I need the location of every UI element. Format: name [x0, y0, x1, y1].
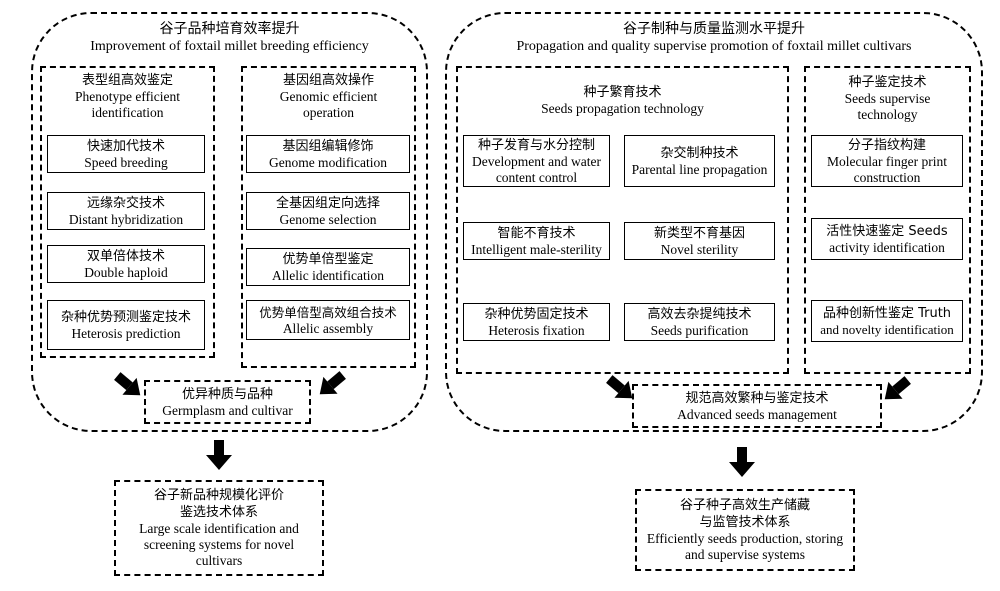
phenotype-group-title: 表型组高效鉴定 Phenotype efficient identificati… — [40, 72, 215, 121]
propagation-title-zh: 种子繁育技术 — [583, 85, 662, 100]
final-left-zh1: 谷子新品种规模化评价 — [153, 488, 284, 503]
novel-sterility-box: 新类型不育基因 Novel sterility — [624, 222, 775, 260]
novelty-identification-line1: 品种创新性鉴定 Truth — [822, 305, 952, 321]
supervise-title-zh: 种子鉴定技术 — [848, 75, 927, 90]
male-sterility-zh: 智能不育技术 — [497, 225, 576, 241]
right-module-title-zh: 谷子制种与质量监测水平提升 — [623, 21, 805, 37]
distant-hybridization-en: Distant hybridization — [68, 211, 184, 227]
final-left-zh2: 鉴选技术体系 — [179, 505, 258, 520]
development-water-zh: 种子发育与水分控制 — [477, 137, 595, 153]
genome-modification-zh: 基因组编辑修饰 — [282, 138, 374, 154]
genome-modification-en: Genome modification — [268, 154, 388, 170]
novel-sterility-en: Novel sterility — [660, 241, 739, 257]
final-left-box: 谷子新品种规模化评价 鉴选技术体系 Large scale identifica… — [114, 480, 324, 576]
speed-breeding-box: 快速加代技术 Speed breeding — [47, 135, 205, 173]
distant-hybridization-zh: 远缘杂交技术 — [86, 195, 165, 211]
final-left-en2: screening systems for novel — [143, 537, 295, 552]
activity-identification-box: 活性快速鉴定 Seeds activity identification — [811, 218, 963, 260]
left-module-title-en: Improvement of foxtail millet breeding e… — [90, 39, 369, 54]
molecular-fingerprint-zh: 分子指纹构建 — [847, 137, 926, 153]
parental-line-en: Parental line propagation — [631, 161, 768, 177]
molecular-fingerprint-en2: construction — [853, 169, 921, 185]
germplasm-cultivar-box: 优异种质与品种 Germplasm and cultivar — [144, 380, 311, 424]
development-water-box: 种子发育与水分控制 Development and water content … — [463, 135, 610, 187]
arrow-down-left — [206, 440, 232, 470]
genomic-title-en2: operation — [303, 105, 354, 120]
final-right-zh1: 谷子种子高效生产储藏 — [679, 498, 810, 513]
seeds-purification-en: Seeds purification — [650, 322, 749, 338]
allelic-identification-en: Allelic identification — [271, 267, 385, 283]
genomic-title-en1: Genomic efficient — [279, 89, 378, 104]
supervise-title-en1: Seeds supervise — [844, 91, 931, 106]
double-haploid-en: Double haploid — [84, 264, 168, 280]
novel-sterility-zh: 新类型不育基因 — [653, 225, 745, 241]
supervise-group — [804, 66, 971, 374]
genomic-title-zh: 基因组高效操作 — [282, 73, 374, 88]
right-module-title: 谷子制种与质量监测水平提升 Propagation and quality su… — [445, 20, 983, 55]
final-right-en2: and supervise systems — [685, 547, 805, 562]
activity-identification-line1: 活性快速鉴定 Seeds — [826, 223, 948, 239]
propagation-group-title: 种子繁育技术 Seeds propagation technology — [456, 84, 789, 117]
arrow-down-right — [729, 447, 755, 477]
seeds-management-en: Advanced seeds management — [677, 406, 837, 422]
supervise-title-en2: technology — [857, 107, 918, 122]
novelty-identification-box: 品种创新性鉴定 Truth and novelty identification — [811, 300, 963, 342]
parental-line-zh: 杂交制种技术 — [660, 145, 739, 161]
molecular-fingerprint-box: 分子指纹构建 Molecular finger print constructi… — [811, 135, 963, 187]
distant-hybridization-box: 远缘杂交技术 Distant hybridization — [47, 192, 205, 230]
genome-selection-box: 全基因组定向选择 Genome selection — [246, 192, 410, 230]
left-module-title: 谷子品种培育效率提升 Improvement of foxtail millet… — [31, 20, 428, 55]
heterosis-fixation-en: Heterosis fixation — [488, 322, 585, 338]
phenotype-group — [40, 66, 215, 358]
development-water-en1: Development and water — [472, 153, 601, 169]
seeds-purification-box: 高效去杂提纯技术 Seeds purification — [624, 303, 775, 341]
final-left-en1: Large scale identification and — [139, 521, 299, 536]
propagation-title-en: Seeds propagation technology — [541, 101, 704, 116]
final-left-en3: cultivars — [195, 553, 243, 568]
right-module-title-en: Propagation and quality supervise promot… — [516, 39, 912, 54]
double-haploid-zh: 双单倍体技术 — [86, 248, 165, 264]
allelic-identification-box: 优势单倍型鉴定 Allelic identification — [246, 248, 410, 286]
left-module — [31, 12, 428, 432]
male-sterility-box: 智能不育技术 Intelligent male-sterility — [463, 222, 610, 260]
heterosis-prediction-zh: 杂种优势预测鉴定技术 — [60, 309, 191, 325]
phenotype-title-en2: identification — [91, 105, 164, 120]
double-haploid-box: 双单倍体技术 Double haploid — [47, 245, 205, 283]
heterosis-fixation-zh: 杂种优势固定技术 — [484, 306, 589, 322]
heterosis-prediction-box: 杂种优势预测鉴定技术 Heterosis prediction — [47, 300, 205, 350]
right-module — [445, 12, 983, 432]
genomic-group — [241, 66, 416, 368]
genome-selection-en: Genome selection — [279, 211, 377, 227]
left-module-title-zh: 谷子品种培育效率提升 — [159, 21, 300, 37]
activity-identification-line2: activity identification — [829, 239, 945, 255]
seeds-purification-zh: 高效去杂提纯技术 — [647, 306, 752, 322]
novelty-identification-line2: and novelty identification — [820, 321, 954, 337]
phenotype-title-en1: Phenotype efficient — [74, 89, 181, 104]
phenotype-title-zh: 表型组高效鉴定 — [81, 73, 173, 88]
final-right-box: 谷子种子高效生产储藏 与监管技术体系 Efficiently seeds pro… — [635, 489, 855, 571]
final-right-zh2: 与监管技术体系 — [699, 515, 791, 530]
seeds-management-box: 规范高效繁种与鉴定技术 Advanced seeds management — [632, 384, 882, 428]
seeds-management-zh: 规范高效繁种与鉴定技术 — [685, 390, 829, 406]
development-water-en2: content control — [495, 169, 578, 185]
speed-breeding-en: Speed breeding — [84, 154, 168, 170]
speed-breeding-zh: 快速加代技术 — [86, 138, 165, 154]
genomic-group-title: 基因组高效操作 Genomic efficient operation — [241, 72, 416, 121]
parental-line-box: 杂交制种技术 Parental line propagation — [624, 135, 775, 187]
allelic-assembly-box: 优势单倍型高效组合技术 Allelic assembly — [246, 300, 410, 340]
allelic-assembly-zh: 优势单倍型高效组合技术 — [259, 304, 397, 320]
germplasm-cultivar-zh: 优异种质与品种 — [181, 386, 273, 402]
propagation-group — [456, 66, 789, 374]
final-right-en1: Efficiently seeds production, storing — [646, 531, 844, 546]
heterosis-fixation-box: 杂种优势固定技术 Heterosis fixation — [463, 303, 610, 341]
supervise-group-title: 种子鉴定技术 Seeds supervise technology — [804, 74, 971, 123]
molecular-fingerprint-en1: Molecular finger print — [827, 153, 947, 169]
germplasm-cultivar-en: Germplasm and cultivar — [162, 402, 293, 418]
genome-modification-box: 基因组编辑修饰 Genome modification — [246, 135, 410, 173]
male-sterility-en: Intelligent male-sterility — [471, 241, 602, 257]
allelic-assembly-en: Allelic assembly — [282, 320, 374, 336]
heterosis-prediction-en: Heterosis prediction — [71, 325, 181, 341]
allelic-identification-zh: 优势单倍型鉴定 — [282, 251, 374, 267]
genome-selection-zh: 全基因组定向选择 — [275, 195, 380, 211]
